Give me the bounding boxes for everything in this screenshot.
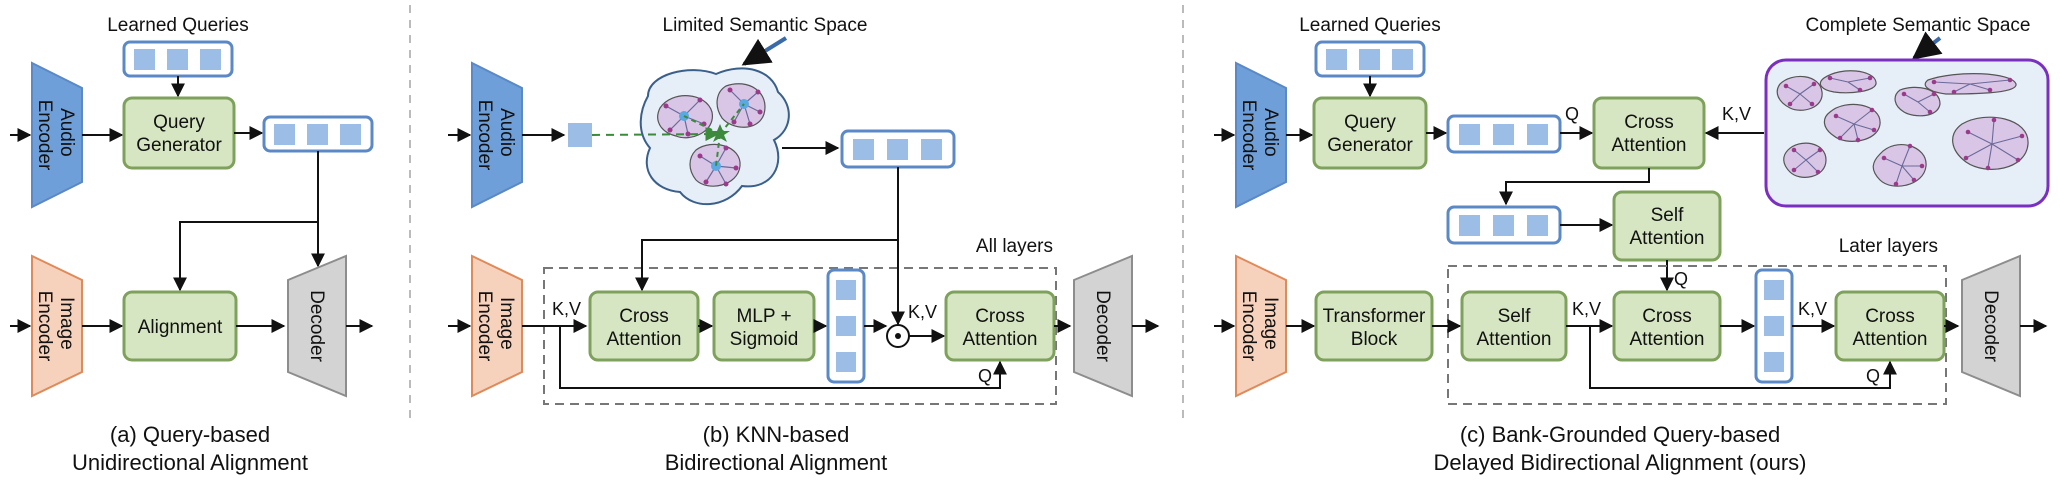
caption-c-line1: (c) Bank-Grounded Query-based (1460, 422, 1780, 447)
mlp-label-2: Sigmoid (730, 329, 799, 350)
audio-encoder-c (1235, 61, 1287, 209)
caption-a-line2: Unidirectional Alignment (72, 450, 308, 475)
audio-encoder-label-c: Audio Encoder (1238, 100, 1281, 171)
decoder-b (1073, 254, 1133, 398)
query-generator-c (1312, 96, 1428, 170)
learned-queries-tokens-c (1314, 40, 1426, 78)
all-layers-frame (543, 267, 1057, 405)
image-encoder-a (31, 254, 83, 398)
kv-label-b2: K,V (908, 302, 937, 322)
gate-tokens-b (826, 268, 866, 384)
complete-semantic-space (1764, 58, 2050, 208)
query-generator-a (122, 96, 236, 170)
cross-attention-c-top-label-2: Attention (1612, 135, 1687, 156)
cross-attention-b2-label-1: Cross (975, 306, 1025, 327)
transformer-block-label-2: Block (1351, 329, 1398, 350)
decoder-c (1961, 254, 2021, 398)
limited-space-clusters (657, 83, 766, 187)
kv-label-c-top: K,V (1722, 104, 1751, 124)
image-encoder-label-b: Image Encoder (474, 291, 517, 362)
audio-encoder-label-a: Audio Encoder (34, 100, 77, 171)
panel-b: Limited Semantic Space (448, 15, 1160, 475)
self-attention-c-bottom-label-2: Attention (1477, 329, 1552, 350)
later-layers-frame (1447, 265, 1947, 405)
decoder-label-a: Decoder (306, 290, 327, 362)
cross-attention-c-right-label-1: Cross (1865, 306, 1915, 327)
kv-label-c-mid: K,V (1572, 299, 1601, 319)
self-attention-c-top (1612, 190, 1722, 262)
cross-attention-b1-label-1: Cross (619, 306, 669, 327)
query-generator-label-a-2: Generator (136, 135, 222, 156)
alignment-label-a: Alignment (138, 317, 223, 338)
cross-attention-b2-label-2: Attention (963, 329, 1038, 350)
learned-queries-tokens-a (122, 40, 234, 78)
complete-space-pointer (1911, 31, 1943, 60)
audio-encoder-label-b: Audio Encoder (474, 100, 517, 171)
cross-attention-c-mid-label-2: Attention (1630, 329, 1705, 350)
self-attention-c-top-label-2: Attention (1630, 228, 1705, 249)
cross-attention-c-mid-label-1: Cross (1642, 306, 1692, 327)
audio-encoder-b (471, 61, 523, 209)
complete-space-label: Complete Semantic Space (1806, 15, 2031, 36)
decoder-label-c: Decoder (1980, 290, 2001, 362)
mlp-label-1: MLP + (736, 306, 791, 327)
image-encoder-label-a: Image Encoder (34, 291, 77, 362)
learned-queries-label-c: Learned Queries (1299, 15, 1441, 36)
image-encoder-c (1235, 254, 1287, 398)
query-generator-label-c-1: Query (1344, 112, 1396, 133)
all-layers-label: All layers (976, 236, 1053, 257)
query-tokens-c-mid (1446, 205, 1562, 245)
gate-tokens-c (1754, 268, 1794, 384)
query-tokens-a (262, 115, 374, 153)
q-label-c-self: Q (1674, 269, 1688, 289)
cross-attention-c-top (1592, 96, 1706, 170)
cross-attention-b1-label-2: Attention (607, 329, 682, 350)
self-attention-c-top-label-1: Self (1651, 205, 1684, 226)
image-encoder-label-c: Image Encoder (1238, 291, 1281, 362)
caption-c-line2: Delayed Bidirectional Alignment (ours) (1434, 450, 1807, 475)
q-label-c-bottom: Q (1866, 366, 1880, 386)
query-generator-label-a-1: Query (153, 112, 205, 133)
limited-space-pointer (741, 36, 788, 66)
audio-token-b (568, 123, 592, 147)
decoder-a (287, 254, 347, 398)
image-encoder-b (471, 254, 523, 398)
panel-c: Learned Queries Audio Encoder Query Gene… (1214, 15, 2050, 475)
q-label-b2: Q (978, 366, 992, 386)
self-attention-c-bottom-label-1: Self (1498, 306, 1531, 327)
caption-a-line1: (a) Query-based (110, 422, 270, 447)
complete-space-points (1783, 75, 2025, 187)
caption-b-line1: (b) KNN-based (703, 422, 850, 447)
cross-attention-c-right-label-2: Attention (1853, 329, 1928, 350)
decoder-label-b: Decoder (1092, 290, 1113, 362)
audio-encoder-a (31, 61, 83, 209)
later-layers-label: Later layers (1839, 236, 1938, 257)
query-generator-label-c-2: Generator (1327, 135, 1413, 156)
complete-space-spokes (1785, 77, 2023, 185)
limited-space-label: Limited Semantic Space (663, 15, 868, 36)
kv-label-b1: K,V (552, 299, 581, 319)
q-label-c-top: Q (1565, 104, 1579, 124)
cross-attention-c-top-label-1: Cross (1624, 112, 1674, 133)
retrieved-tokens-b (840, 129, 956, 169)
kv-label-c-right: K,V (1798, 299, 1827, 319)
caption-b-line2: Bidirectional Alignment (665, 450, 888, 475)
learned-queries-label-a: Learned Queries (107, 15, 249, 36)
transformer-block-label-1: Transformer (1323, 306, 1426, 327)
panel-a: Learned Queries Audio Encoder Query Gene… (10, 15, 374, 475)
query-tokens-c-top (1446, 114, 1562, 154)
